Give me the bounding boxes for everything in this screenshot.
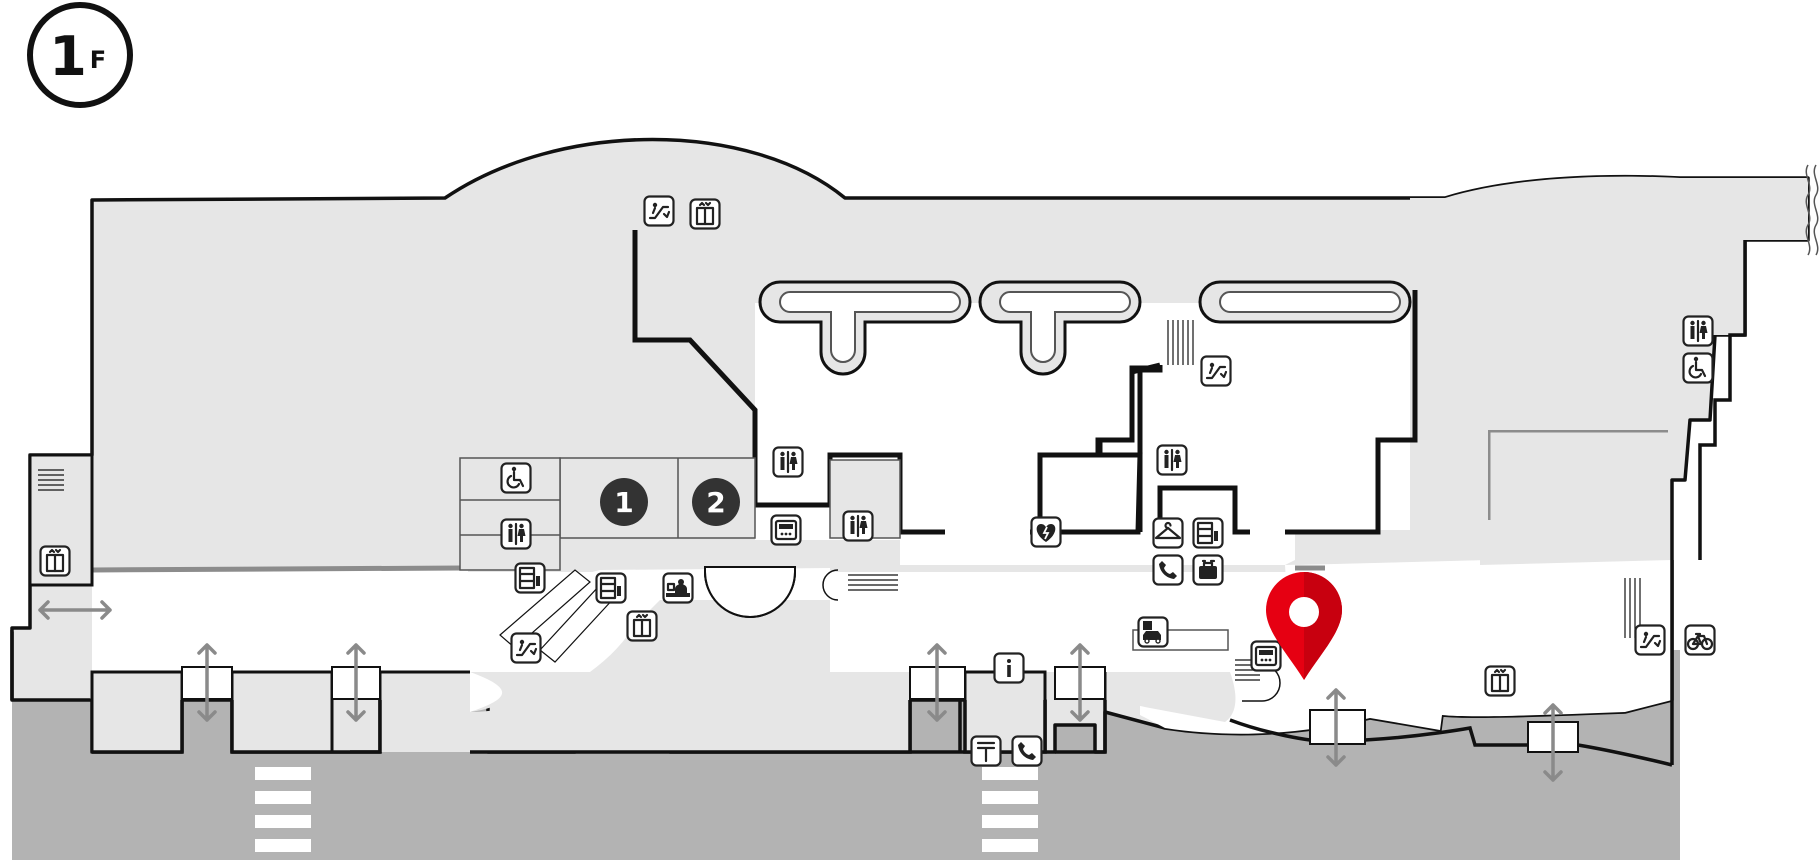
information-icon[interactable] bbox=[993, 652, 1025, 684]
elevator-icon[interactable] bbox=[1484, 665, 1516, 697]
stair-arc bbox=[822, 569, 839, 601]
bicycle-parking-icon[interactable] bbox=[1684, 624, 1716, 656]
map-cut-edge bbox=[1805, 164, 1811, 256]
locker-icon[interactable] bbox=[1192, 517, 1224, 549]
restroom-icon[interactable] bbox=[500, 518, 532, 550]
floor-number: 1 bbox=[49, 25, 87, 88]
baggage-icon[interactable] bbox=[1192, 554, 1224, 586]
stair-lines bbox=[38, 469, 64, 491]
escalator-icon[interactable] bbox=[1634, 624, 1666, 656]
map-cut-edge bbox=[1813, 164, 1819, 256]
lower-wall bbox=[10, 630, 1673, 767]
platform-inner bbox=[779, 291, 1401, 363]
stairs-right bbox=[848, 320, 1641, 681]
right-shop bbox=[1295, 176, 1808, 566]
aed-icon[interactable] bbox=[1030, 516, 1062, 548]
elevator-icon[interactable] bbox=[626, 610, 658, 642]
elevator-icon[interactable] bbox=[39, 545, 71, 577]
lower-shop bbox=[230, 670, 334, 754]
telephone-icon[interactable] bbox=[1011, 735, 1043, 767]
zone-marker-1[interactable]: 1 bbox=[600, 478, 648, 526]
accessible-restroom-icon[interactable] bbox=[500, 462, 532, 494]
escalator-icon[interactable] bbox=[1200, 355, 1232, 387]
lower-shop-left bbox=[90, 670, 184, 754]
taxi-icon[interactable] bbox=[1137, 616, 1169, 648]
telephone-icon[interactable] bbox=[1152, 554, 1184, 586]
lower-shop bbox=[380, 600, 910, 752]
central-hall bbox=[755, 303, 1410, 565]
restroom-icon[interactable] bbox=[1682, 315, 1714, 347]
accessible-restroom-icon[interactable] bbox=[1682, 352, 1714, 384]
locker-icon[interactable] bbox=[514, 562, 546, 594]
cloakroom-icon[interactable] bbox=[1152, 517, 1184, 549]
zone-marker-label: 2 bbox=[706, 486, 725, 519]
ticket-machine-icon[interactable] bbox=[1250, 640, 1282, 672]
elevator-icon[interactable] bbox=[689, 198, 721, 230]
floor-suffix: F bbox=[90, 46, 106, 74]
post-icon[interactable] bbox=[970, 735, 1002, 767]
crosswalk-icon bbox=[982, 767, 1038, 852]
crosswalk-icon bbox=[255, 767, 311, 852]
floor-badge: 1 F bbox=[27, 2, 133, 108]
ticket-counter-icon[interactable] bbox=[662, 572, 694, 604]
map-pin-icon[interactable] bbox=[1266, 572, 1342, 680]
restroom-icon[interactable] bbox=[842, 510, 874, 542]
entrance-arrow-icon bbox=[38, 600, 1563, 782]
zone-marker-2[interactable]: 2 bbox=[692, 478, 740, 526]
partition-line bbox=[91, 565, 463, 573]
restroom-icon[interactable] bbox=[1156, 444, 1188, 476]
zone-marker-label: 1 bbox=[614, 486, 633, 519]
escalator-icon[interactable] bbox=[643, 195, 675, 227]
right-wall bbox=[1698, 240, 1747, 560]
rotunda-edge bbox=[704, 571, 796, 618]
restroom-icon[interactable] bbox=[772, 446, 804, 478]
lower-shop bbox=[1110, 672, 1236, 722]
escalator-icon[interactable] bbox=[510, 632, 542, 664]
concourse-fill bbox=[92, 572, 1672, 672]
ticket-machine-icon[interactable] bbox=[770, 514, 802, 546]
central-wall-stair bbox=[1037, 365, 1160, 532]
locker-icon[interactable] bbox=[595, 572, 627, 604]
